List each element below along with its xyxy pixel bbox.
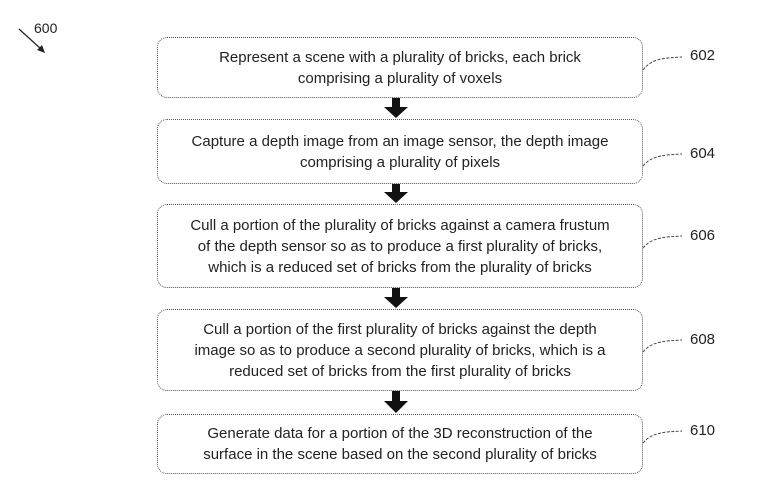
step-text-line: comprising a plurality of voxels [297,69,503,87]
leader-line-608 [642,339,683,353]
leader-line-610 [642,430,683,444]
step-text-line: comprising a plurality of pixels [299,153,501,171]
step-text-line: Generate data for a portion of the 3D re… [207,425,593,442]
leader-line-602 [642,56,683,71]
step-text-line: image so as to produce a second pluralit… [194,341,606,359]
step-text-line: which is a reduced set of bricks from th… [208,258,592,276]
down-arrow-icon [384,391,408,413]
step-text-line: of the depth sensor so as to produce a f… [197,237,603,255]
step-text-line: Represent a scene with a plurality of br… [219,48,581,66]
ref-numeral-604: 604 [690,145,716,162]
step-text-line: Cull a portion of the first plurality of… [203,320,597,338]
figure-pointer-arrow-icon [18,28,45,53]
step-box-602: Represent a scene with a plurality of br… [157,37,643,98]
figure-label: 600 [34,20,58,36]
down-arrow-icon [384,98,408,118]
down-arrow-icon [384,288,408,308]
step-text-line: reduced set of bricks from the first plu… [229,362,571,380]
ref-numeral-602: 602 [690,47,716,64]
step-text-line: surface in the scene based on the second… [203,446,597,463]
ref-numeral-608: 608 [690,331,716,348]
leader-line-604 [642,153,683,167]
ref-numeral-610: 610 [690,422,716,439]
ref-numeral-606: 606 [690,227,716,244]
step-box-610: Generate data for a portion of the 3D re… [157,414,643,474]
step-box-606: Cull a portion of the plurality of brick… [157,204,643,288]
step-box-608: Cull a portion of the first plurality of… [157,309,643,391]
leader-line-606 [642,235,683,249]
step-text-line: Cull a portion of the plurality of brick… [190,216,610,234]
step-box-604: Capture a depth image from an image sens… [157,119,643,184]
down-arrow-icon [384,184,408,203]
step-text-line: Capture a depth image from an image sens… [191,132,609,150]
